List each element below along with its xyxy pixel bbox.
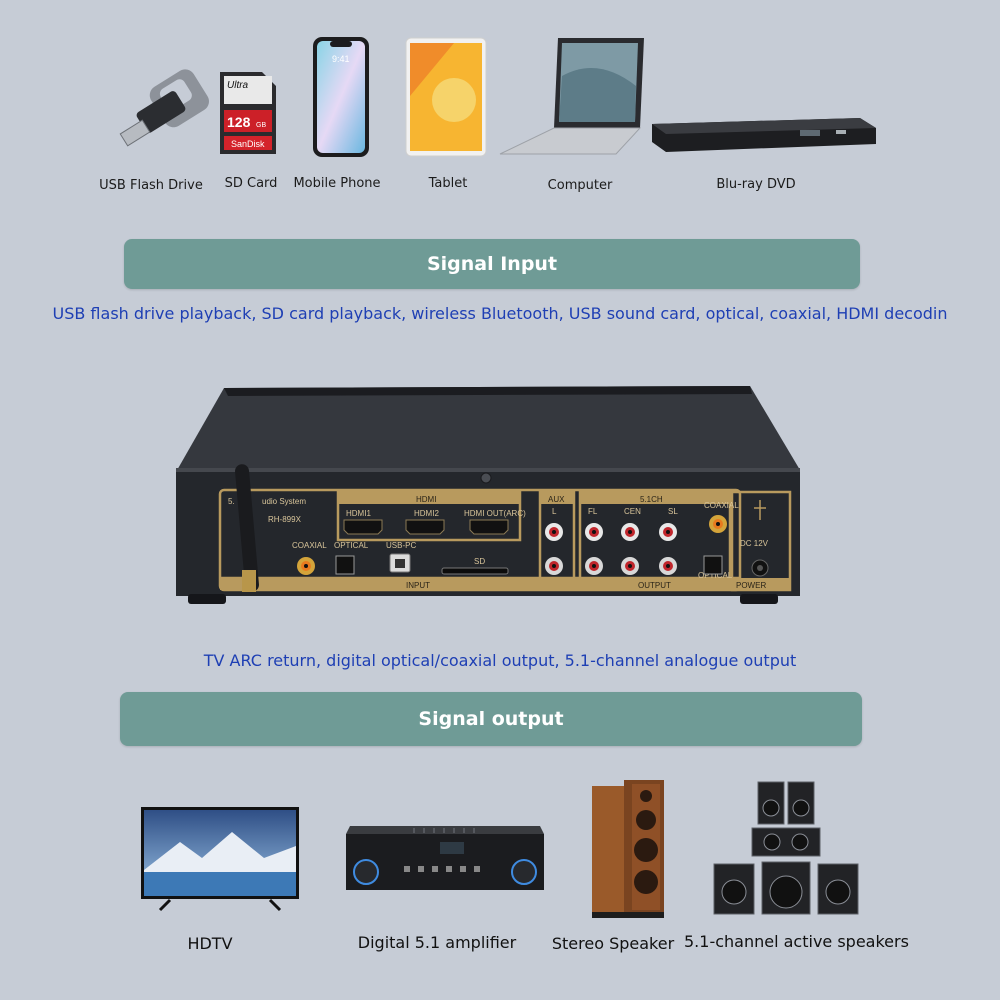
power-label: POWER xyxy=(736,581,766,590)
hdtv-icon xyxy=(141,807,299,912)
signal-output-title: Signal output xyxy=(418,708,564,730)
device-model: RH-899X xyxy=(268,515,302,524)
tablet-icon xyxy=(405,37,487,157)
cen-label: CEN xyxy=(624,507,641,516)
caption-stereo-speaker: Stereo Speaker xyxy=(551,934,675,953)
caption-tablet: Tablet xyxy=(428,176,468,191)
amplifier-icon xyxy=(346,826,544,890)
stereo-speaker-icon xyxy=(592,780,664,918)
dc-label: DC 12V xyxy=(740,539,769,548)
coaxial-out-label: COAXIAL xyxy=(704,501,739,510)
sd-unit: GB xyxy=(256,122,266,129)
sl-label: SL xyxy=(668,507,678,516)
usb-pc-label: USB-PC xyxy=(386,541,416,550)
sd-slot-label: SD xyxy=(474,557,485,566)
fl-label: FL xyxy=(588,507,598,516)
phone-clock: 9:41 xyxy=(332,54,350,64)
caption-usb-flash-drive: USB Flash Drive xyxy=(99,178,203,193)
hdmi1-label: HDMI1 xyxy=(346,509,371,518)
caption-surround-speakers: 5.1-channel active speakers xyxy=(684,932,909,951)
hdmi-group-label: HDMI xyxy=(416,495,436,504)
coaxial-in-label: COAXIAL xyxy=(292,541,327,550)
sd-maker: SanDisk xyxy=(231,139,265,149)
surround-speakers-icon xyxy=(713,781,859,915)
usb-flash-drive-icon xyxy=(119,69,209,147)
output-label: OUTPUT xyxy=(638,581,671,590)
optical-in-label: OPTICAL xyxy=(334,541,369,550)
caption-digital-amplifier: Digital 5.1 amplifier xyxy=(357,933,517,952)
laptop-icon xyxy=(499,38,644,155)
device-name-part: 5. xyxy=(228,497,235,506)
optical-out-label: OPTICAL xyxy=(698,571,733,580)
sd-card-icon: Ultra 128 GB SanDisk xyxy=(220,72,276,154)
sd-capacity: 128 xyxy=(227,114,251,130)
caption-sd-card: SD Card xyxy=(224,176,278,191)
mobile-phone-icon: 9:41 xyxy=(313,37,369,157)
signal-output-banner: Signal output xyxy=(120,692,862,746)
ch51-label: 5.1CH xyxy=(640,495,663,504)
signal-output-description: TV ARC return, digital optical/coaxial o… xyxy=(203,651,797,670)
sd-brand-line: Ultra xyxy=(227,80,249,91)
signal-input-title: Signal Input xyxy=(426,253,558,275)
aux-l-label: L xyxy=(552,507,557,516)
caption-bluray-dvd: Blu-ray DVD xyxy=(716,177,796,192)
aux-label: AUX xyxy=(548,495,565,504)
caption-hdtv: HDTV xyxy=(187,934,233,953)
hdmi-out-label: HDMI OUT(ARC) xyxy=(464,509,526,518)
signal-input-banner: Signal Input xyxy=(124,239,860,289)
device-system-part: udio System xyxy=(262,497,306,506)
caption-mobile-phone: Mobile Phone xyxy=(293,176,381,191)
hdmi2-label: HDMI2 xyxy=(414,509,439,518)
input-label: INPUT xyxy=(406,581,430,590)
caption-computer: Computer xyxy=(547,178,613,193)
signal-input-description: USB flash drive playback, SD card playba… xyxy=(52,304,948,323)
audio-decoder-device: 5. udio System RH-899X HDMI1 HDMI2 HDMI … xyxy=(176,386,800,604)
bluray-player-icon xyxy=(652,118,876,152)
